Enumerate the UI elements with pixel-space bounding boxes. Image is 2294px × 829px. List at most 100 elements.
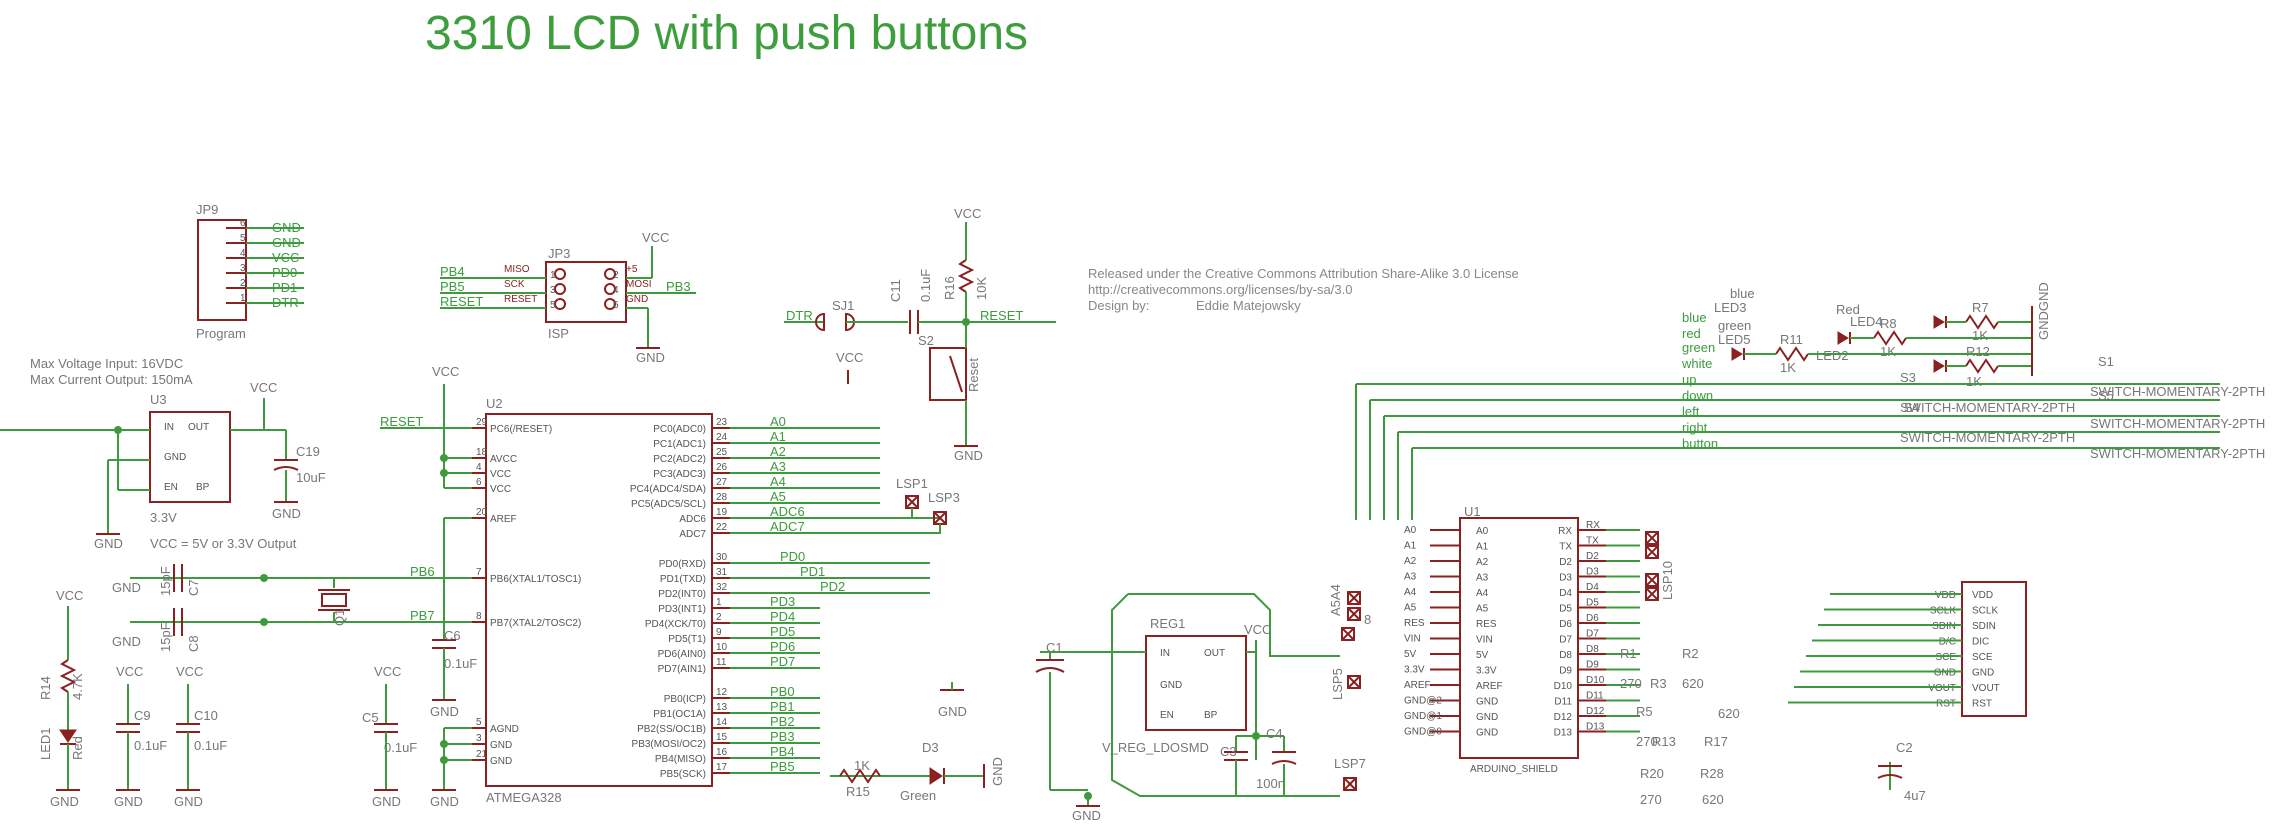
u2-left-pin-name: VCC xyxy=(490,469,511,480)
u2-right-pin-name: PC2(ADC2) xyxy=(653,454,706,465)
u2-right-pin-num: 22 xyxy=(716,522,728,533)
lsp3-label: LSP3 xyxy=(928,490,960,505)
switches: S1 S3 S4 S5 SWITCH-MOMENTARY-2PTH SWITCH… xyxy=(1900,354,2265,461)
gnd-stack: GNDGND xyxy=(2036,282,2051,340)
u2-vcc: VCC xyxy=(432,364,459,379)
c7-ref: C7 xyxy=(186,579,201,596)
sj1-symbol xyxy=(815,312,855,332)
u1-outer-right-label: D9 xyxy=(1586,660,1599,671)
led1-ref: LED1 xyxy=(38,727,53,760)
c2-val: 4u7 xyxy=(1904,788,1926,803)
c6-ref: C6 xyxy=(444,628,461,643)
jp9-net: GND xyxy=(272,235,301,250)
lsp5-label: LSP5 xyxy=(1330,668,1345,700)
u3-gnd: GND xyxy=(94,536,123,551)
jp9-name: Program xyxy=(196,326,246,341)
u2-net-label: PB0 xyxy=(770,684,795,699)
u2-right-pin-name: PB3(MOSI/OC2) xyxy=(632,739,706,750)
u2-left-pin-num: 18 xyxy=(476,447,488,458)
jp9-pins: 6 5 4 3 2 1 xyxy=(226,218,246,304)
vcc-label: VCC xyxy=(836,350,863,365)
r16-val: 10K xyxy=(974,277,989,300)
jp3-ref: JP3 xyxy=(548,246,570,261)
u2-right-pin-num: 26 xyxy=(716,462,728,473)
r14-val: 4.7K xyxy=(70,673,85,700)
u2-right-pin-name: PD1(TXD) xyxy=(660,574,706,585)
u2-left-pin-name: PB6(XTAL1/TOSC1) xyxy=(490,574,581,585)
c5-gnd: GND xyxy=(372,794,401,809)
jp3-net: PB4 xyxy=(440,264,465,279)
c8-val: 15pF xyxy=(158,622,173,652)
u2-right-pin-name: PC0(ADC0) xyxy=(653,424,706,435)
vcc-note: VCC = 5V or 3.3V Output xyxy=(150,536,297,551)
c10-gnd: GND xyxy=(174,794,203,809)
s2-ref: S2 xyxy=(918,333,934,348)
u1-inner-left-label: A4 xyxy=(1476,588,1489,599)
u2-reset-net: RESET xyxy=(380,414,423,429)
jp9-pin: 2 xyxy=(240,278,246,289)
led1-circuit: VCC R14 4.7K LED1 Red GND xyxy=(38,588,85,809)
u2-left-pin-num: 20 xyxy=(476,507,488,518)
u3-pin: BP xyxy=(196,482,210,493)
u2-ref: U2 xyxy=(486,396,503,411)
rq2-val: 620 xyxy=(1702,792,1724,807)
jp9-net: PD1 xyxy=(272,280,297,295)
u2-right-pin-name: PB1(OC1A) xyxy=(653,709,706,720)
u2-left-pin-num: 6 xyxy=(476,477,482,488)
u2-net-label: PB4 xyxy=(770,744,795,759)
sw-type: SWITCH-MOMENTARY-2PTH xyxy=(2090,384,2265,399)
reg1-pin: IN xyxy=(1160,648,1170,659)
led5-ref: LED5 xyxy=(1718,332,1751,347)
lcd-right-label: RST xyxy=(1972,699,1992,710)
u1-outer-left-label: 3.3V xyxy=(1404,665,1425,676)
lcd-right-label: GND xyxy=(1972,668,1994,679)
jp3-pin: 5 xyxy=(550,300,556,311)
u1-outer-left-label: VIN xyxy=(1404,634,1421,645)
u1-outer-left-label: GND@0 xyxy=(1404,727,1442,738)
u2-right-pin-name: PC3(ADC3) xyxy=(653,469,706,480)
u2-right-pin-num: 24 xyxy=(716,432,728,443)
r15-ref: R15 xyxy=(846,784,870,799)
reg1-pin: OUT xyxy=(1204,648,1225,659)
jp9-pin: 4 xyxy=(240,248,246,259)
jp3-pin: 2 xyxy=(613,270,619,281)
jp9-pin: 3 xyxy=(240,263,246,274)
lsp1-marker: LSP1 xyxy=(896,476,928,509)
r2-val: 620 xyxy=(1682,676,1704,691)
u1-outer-left-label: GND@2 xyxy=(1404,696,1442,707)
mid-gnd: GND xyxy=(938,704,967,719)
lsp4-marker: A5A4 8 xyxy=(1328,584,1371,627)
lsp1-label: LSP1 xyxy=(896,476,928,491)
c19-gnd: GND xyxy=(272,506,301,521)
r2b-val: 620 xyxy=(1718,706,1740,721)
jp3-pinlabel: RESET xyxy=(504,294,537,305)
u1-inner-right-label: TX xyxy=(1559,542,1572,553)
c5-ref: C5 xyxy=(362,710,379,725)
u3-pin: IN xyxy=(164,422,174,433)
c7-gnd: GND xyxy=(112,580,141,595)
reset-circuit: DTR SJ1 C11 0.1uF RESET VCC R16 10K VCC … xyxy=(784,206,1056,463)
reg1-top-wire xyxy=(1128,593,1340,657)
max-vin-note: Max Voltage Input: 16VDC xyxy=(30,356,183,371)
r17-ref: R17 xyxy=(1704,734,1728,749)
u1-inner-right-label: D8 xyxy=(1559,650,1572,661)
u1-outer-right-label: D4 xyxy=(1586,582,1599,593)
lcd-left-label: SCLK xyxy=(1930,606,1956,617)
u1-outer-left-label: A3 xyxy=(1404,572,1417,583)
u1-inner-left-label: AREF xyxy=(1476,681,1503,692)
jp9-net: GND xyxy=(272,220,301,235)
lcd-right-label: SDIN xyxy=(1972,621,1996,632)
u2-right-pin-num: 30 xyxy=(716,552,728,563)
red-label: Red xyxy=(1836,302,1860,317)
u2-right-pin-name: PB5(SCK) xyxy=(660,769,706,780)
u1-inner-left-label: GND xyxy=(1476,697,1498,708)
u2-left-pin-name: GND xyxy=(490,740,512,751)
c19-symbol xyxy=(273,466,299,471)
u1-inner-left-label: GND xyxy=(1476,728,1498,739)
c19-val: 10uF xyxy=(296,470,326,485)
c7-val: 15pF xyxy=(158,566,173,596)
u2-right-pin-name: PB2(SS/OC1B) xyxy=(637,724,706,735)
